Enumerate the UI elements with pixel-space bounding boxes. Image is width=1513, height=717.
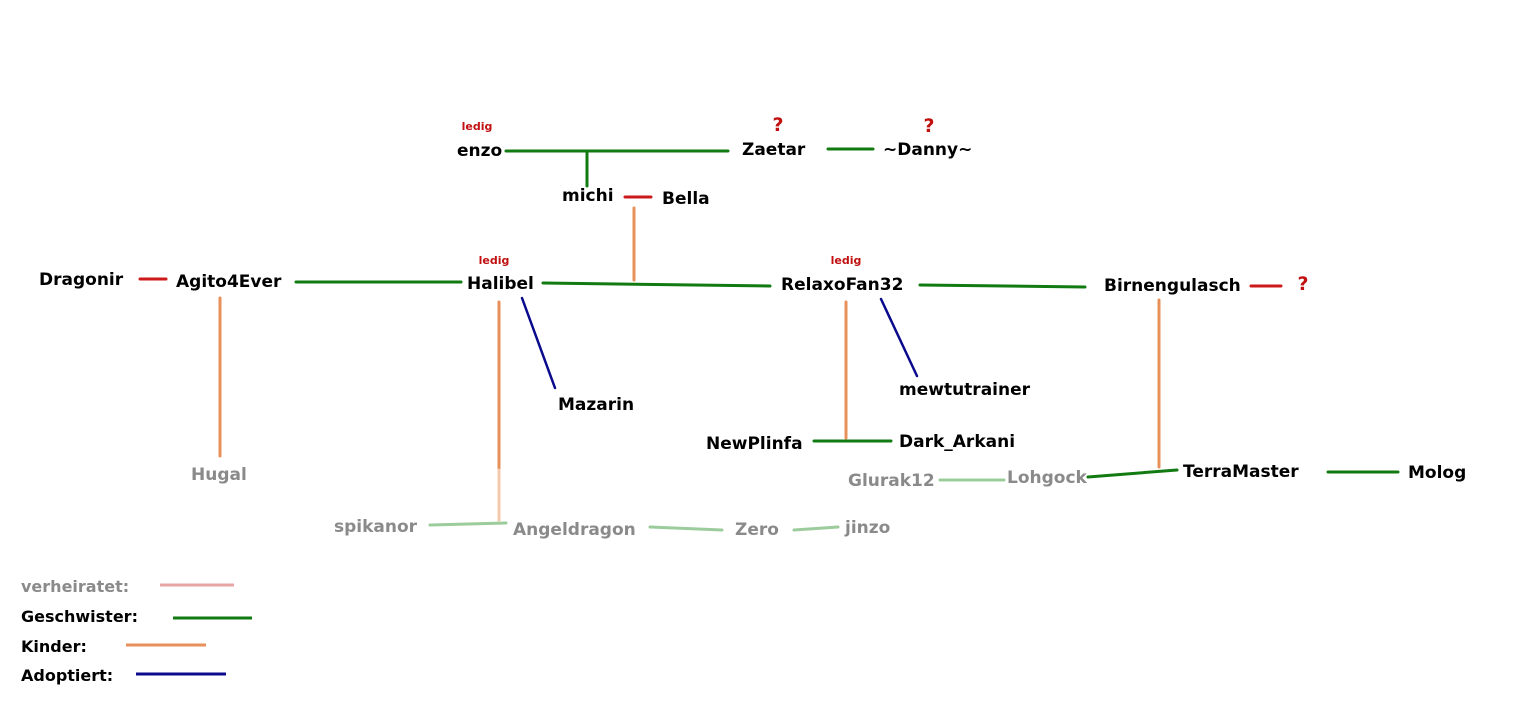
- legend-siblings-label: Geschwister:: [21, 607, 138, 626]
- status-relaxofan32: ledig: [831, 254, 862, 267]
- person-dark-arkani: Dark_Arkani: [899, 432, 1015, 452]
- people-nodes: enzo Zaetar ~Danny~ michi Bella Dragonir…: [39, 140, 1466, 540]
- person-birnengulasch: Birnengulasch: [1104, 276, 1241, 296]
- person-hugal: Hugal: [191, 465, 247, 485]
- person-enzo: enzo: [457, 141, 502, 161]
- connector-lines: [138, 147, 1400, 532]
- person-relaxofan32: RelaxoFan32: [781, 275, 903, 295]
- person-mazarin: Mazarin: [558, 395, 634, 415]
- person-jinzo: jinzo: [844, 518, 890, 538]
- unknown-mark-danny: ?: [923, 115, 934, 137]
- person-bella: Bella: [662, 189, 710, 209]
- person-angeldragon: Angeldragon: [513, 520, 636, 540]
- sibling-line-halibel-relaxo: [541, 281, 772, 288]
- person-michi: michi: [562, 186, 614, 206]
- person-zaetar: Zaetar: [742, 140, 806, 160]
- adopted-line-relaxo-mewtutrainer: [879, 297, 919, 378]
- status-enzo: ledig: [462, 120, 493, 133]
- sibling-line-zero-jinzo: [792, 525, 840, 532]
- person-agito4ever: Agito4Ever: [176, 272, 282, 292]
- adopted-line-halibel-mazarin: [520, 296, 557, 390]
- person-mewtutrainer: mewtutrainer: [899, 380, 1031, 400]
- person-danny: ~Danny~: [883, 140, 972, 160]
- person-halibel: Halibel: [467, 274, 534, 294]
- person-terramaster: TerraMaster: [1183, 462, 1299, 482]
- status-labels: ledig ledig ledig: [462, 120, 862, 267]
- person-glurak12: Glurak12: [848, 471, 935, 491]
- person-spikanor: spikanor: [334, 517, 418, 537]
- person-newplinfa: NewPlinfa: [706, 434, 803, 454]
- sibling-line-spikanor-angeldragon: [428, 521, 508, 527]
- sibling-line-angeldragon-zero: [648, 525, 724, 532]
- person-molog: Molog: [1408, 463, 1466, 483]
- person-lohgock: Lohgock: [1007, 468, 1088, 488]
- unknown-marks: ? ? ?: [772, 114, 1308, 295]
- legend-adopted-label: Adoptiert:: [21, 666, 113, 685]
- status-halibel: ledig: [479, 254, 510, 267]
- legend-married-label: verheiratet:: [21, 577, 129, 596]
- person-zero: Zero: [735, 520, 779, 540]
- sibling-line-lohgock-terramaster: [1086, 468, 1179, 479]
- legend: verheiratet: Geschwister: Kinder: Adopti…: [21, 577, 252, 685]
- unknown-mark-birnengulasch: ?: [1297, 273, 1308, 295]
- unknown-mark-zaetar: ?: [772, 114, 783, 136]
- legend-children-label: Kinder:: [21, 637, 87, 656]
- sibling-line-relaxo-birnengulasch: [918, 283, 1087, 289]
- person-dragonir: Dragonir: [39, 270, 124, 290]
